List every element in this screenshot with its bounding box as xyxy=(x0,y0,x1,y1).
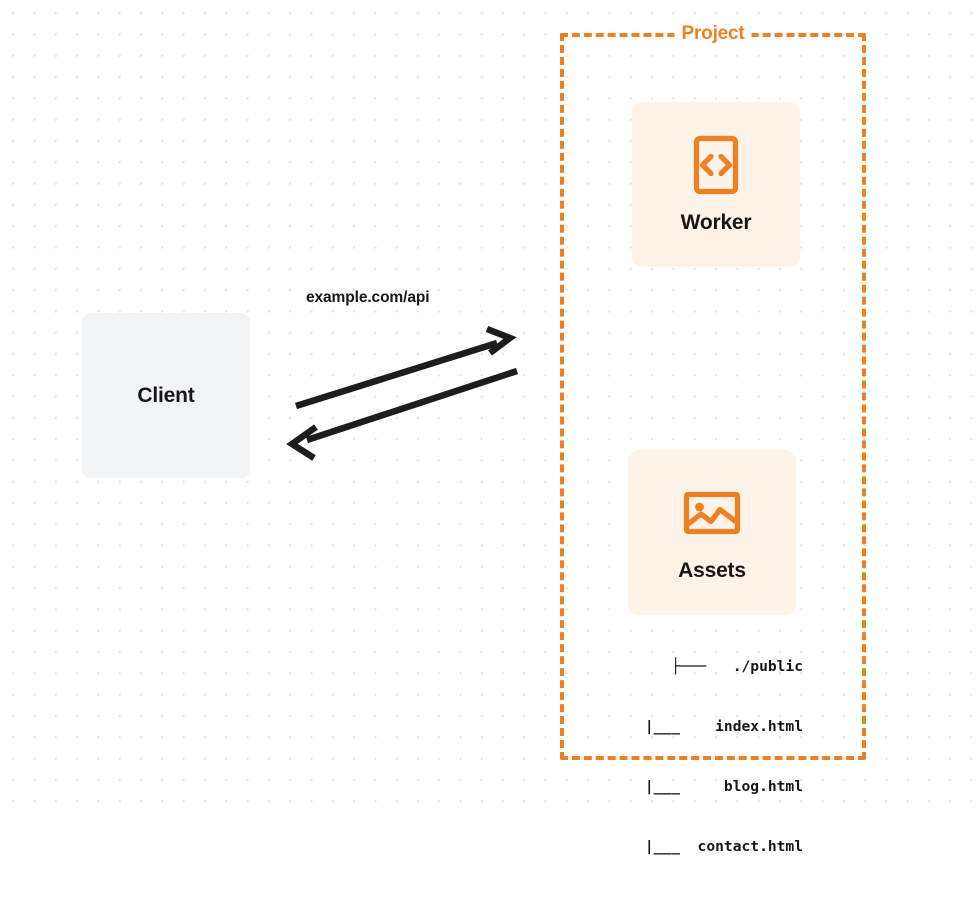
assets-file-tree: ├─── ./public |___ index.html |___ blog.… xyxy=(607,617,803,897)
worker-label: Worker xyxy=(680,210,752,234)
client-node[interactable]: Client xyxy=(82,313,250,478)
project-title: Project xyxy=(674,23,752,45)
image-icon xyxy=(683,491,741,534)
file-tree-row: |___ index.html xyxy=(618,718,803,735)
code-brackets-icon xyxy=(693,135,739,194)
request-arrow xyxy=(295,325,517,410)
request-url-label: example.com/api xyxy=(306,289,430,306)
file-tree-row: ├─── ./public xyxy=(671,658,803,675)
response-arrow xyxy=(286,367,519,461)
file-tree-row: |___ blog.html xyxy=(618,778,803,795)
client-label: Client xyxy=(137,383,195,407)
worker-card[interactable]: Worker xyxy=(632,102,800,267)
file-tree-row: |___ contact.html xyxy=(618,838,803,855)
assets-label: Assets xyxy=(678,558,746,582)
assets-card[interactable]: Assets xyxy=(628,450,796,615)
diagram-canvas: Client example.com/api Project Worker xyxy=(0,0,980,855)
project-group: Project xyxy=(560,23,866,760)
